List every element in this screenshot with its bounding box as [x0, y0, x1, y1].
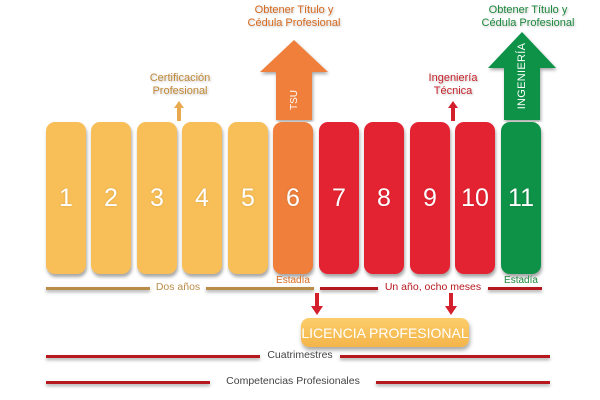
cuatrimestre-5: 5: [228, 122, 268, 274]
tsu-goal-label: Obtener Título y Cédula Profesional: [226, 4, 362, 30]
ingenieria-goal-label: Obtener Título y Cédula Profesional: [458, 4, 598, 30]
dos-anos-label: Dos años: [155, 281, 201, 293]
competencias-line-right: [376, 381, 550, 384]
estadia-ingenieria-label: Estadía: [504, 275, 538, 286]
licencia-down-arrow-left-icon: [311, 293, 323, 315]
cuatrimestre-number: 3: [150, 183, 164, 212]
cuatrimestre-number: 8: [377, 183, 391, 212]
competencias-label: Competencias Profesionales: [226, 375, 360, 387]
cuatrimestre-number: 6: [286, 183, 300, 212]
cuatrimestre-7: 7: [319, 122, 359, 274]
tsu-arrow-label: TSU: [288, 90, 300, 110]
licencia-down-arrow-right-icon: [445, 293, 457, 315]
cuatrimestre-3: 3: [137, 122, 177, 274]
ingenieria-goal-line2: Cédula Profesional: [481, 17, 575, 29]
ingenieria-tecnica-label: Ingeniería Técnica: [414, 72, 492, 98]
dos-anos-line-right: [206, 287, 314, 290]
cuatrimestre-11: 11: [501, 122, 541, 274]
ingenieria-arrow-icon: [488, 32, 556, 120]
certificacion-line2: Profesional: [152, 85, 208, 97]
tsu-arrow-icon: [260, 40, 328, 120]
tsu-goal-line2: Cédula Profesional: [247, 17, 341, 29]
cuatrimestre-10: 10: [455, 122, 495, 274]
ingenieria-arrow-label: INGENIERÍA: [516, 42, 528, 110]
ingenieria-tecnica-line2: Técnica: [433, 85, 473, 97]
cuatrimestre-4: 4: [182, 122, 222, 274]
cuatrimestre-number: 5: [241, 183, 255, 212]
ingenieria-tecnica-line1: Ingeniería: [428, 72, 478, 84]
tsu-goal-line1: Obtener Título y: [254, 4, 334, 16]
cuatrimestre-number: 1: [59, 183, 73, 212]
cuatrimestre-1: 1: [46, 122, 86, 274]
licencia-profesional-box: LICENCIA PROFESIONAL: [301, 318, 469, 347]
un-ano-line-left: [320, 287, 378, 290]
cuatrimestre-number: 4: [195, 183, 209, 212]
ingenieria-tecnica-up-arrow-icon: [448, 101, 458, 121]
cuatrimestre-number: 10: [461, 183, 489, 212]
cuatrimestre-number: 2: [104, 183, 118, 212]
certificacion-up-arrow-icon: [174, 101, 184, 121]
certificacion-line1: Certificación: [149, 72, 211, 84]
cuatrimestres-label: Cuatrimestres: [267, 349, 333, 361]
cuatrimestres-line-right: [340, 355, 550, 358]
cuatrimestre-2: 2: [91, 122, 131, 274]
competencias-line-left: [46, 381, 210, 384]
un-ano-label: Un año, ocho meses: [384, 281, 482, 293]
estadia-tsu-label: Estadía: [276, 275, 310, 286]
ingenieria-goal-line1: Obtener Título y: [488, 4, 568, 16]
cuatrimestre-number: 7: [332, 183, 346, 212]
cuatrimestre-9: 9: [410, 122, 450, 274]
cuatrimestre-number: 11: [508, 183, 534, 212]
dos-anos-line-left: [46, 287, 150, 290]
certificacion-label: Certificación Profesional: [138, 72, 222, 98]
cuatrimestres-line-left: [46, 355, 260, 358]
un-ano-line-right: [488, 287, 542, 290]
cuatrimestre-6: 6: [273, 122, 313, 274]
cuatrimestre-8: 8: [364, 122, 404, 274]
cuatrimestre-number: 9: [423, 183, 437, 212]
